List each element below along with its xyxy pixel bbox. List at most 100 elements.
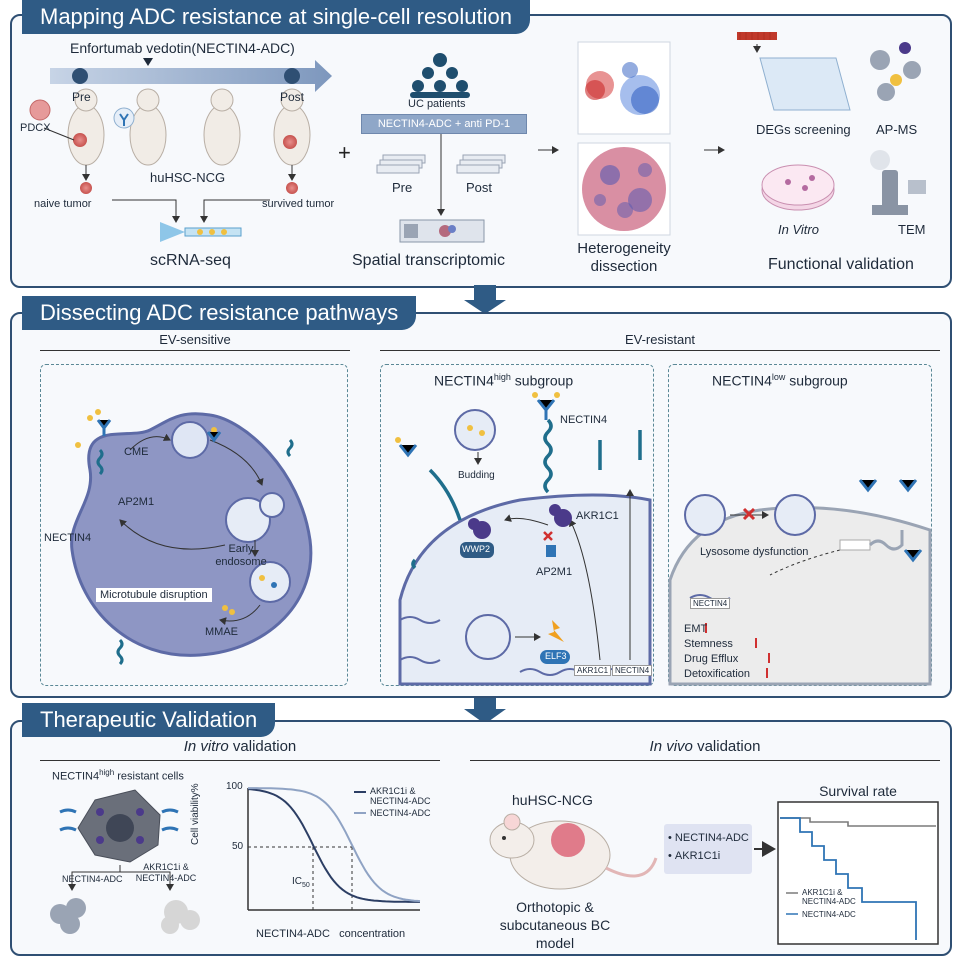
invitro-heading: In vitro validation (183, 738, 297, 755)
scrna-device (160, 222, 242, 242)
early-endosome-label: Early endosome (215, 543, 267, 568)
survival-chart (777, 801, 939, 945)
viability-chart (247, 787, 421, 911)
tem-microscope (872, 170, 926, 215)
series-line-adc (248, 787, 421, 903)
pdcx-cells (29, 99, 51, 121)
drug-marker (143, 58, 153, 66)
microtubule-label: Microtubule disruption (96, 588, 212, 602)
slide-pre-label: Pre (392, 180, 413, 195)
svg-text:+: + (338, 140, 351, 165)
gene-akr1c1-label: AKR1C1 (574, 665, 612, 676)
spatial-label: Spatial transcriptomic (352, 252, 505, 269)
ap2m1-high-label: AP2M1 (536, 566, 573, 578)
high-cell (398, 493, 652, 686)
high-subgroup-title: NECTIN4high subgroup (434, 372, 574, 389)
akr1c1-label: AKR1C1 (576, 510, 619, 522)
naive-tumor-label: naive tumor (34, 198, 92, 210)
nectin4-sensitive-label: NECTIN4 (44, 532, 92, 544)
ev-sensitive-box (40, 364, 348, 686)
post-label: Post (280, 90, 305, 104)
left-treatment-label: NECTIN4-ADC (62, 874, 123, 884)
heterogeneity-label: Heterogeneity dissection (577, 240, 671, 275)
degs-label: DEGs screening (756, 122, 851, 137)
apms-icon (870, 42, 921, 101)
ic50-label: IC50 (292, 876, 310, 889)
survived-tumor (286, 182, 298, 194)
budding-label: Budding (458, 470, 495, 481)
slide-stack-post (456, 154, 506, 174)
treatment-label: NECTIN4-ADC + anti PD-1 (361, 114, 527, 134)
ev-resistant-label: EV-resistant (624, 332, 696, 347)
drug-label: Enfortumab vedotin(NECTIN4-ADC) (70, 40, 295, 56)
ev-sensitive-rule (40, 350, 350, 351)
timeline-pre-dot (72, 68, 88, 84)
validation-title: Therapeutic Validation (22, 703, 276, 737)
drug2-label: • AKR1C1i (668, 850, 721, 862)
dead-cells-right (161, 900, 200, 934)
invivo-rule (470, 760, 940, 761)
mapping-title: Mapping ADC resistance at single-cell re… (22, 0, 531, 34)
series-line-combo (247, 788, 420, 903)
invivo-mouse (489, 813, 658, 890)
ev-sensitive-label: EV-sensitive (159, 332, 231, 347)
flow-arrow-2 (464, 695, 506, 724)
pdcx-label: PDCX (20, 122, 51, 134)
surv-legend-2: NECTIN4-ADC (802, 910, 856, 919)
right-treatment-label: AKR1C1i & NECTIN4-ADC (135, 862, 197, 883)
mmae-label: MMAE (205, 626, 238, 638)
emt-label: EMT (684, 623, 708, 635)
flow-arrow-1 (464, 285, 506, 314)
survival-title: Survival rate (819, 783, 897, 799)
umap-points (585, 62, 660, 115)
low-subgroup-title: NECTIN4low subgroup (712, 372, 848, 389)
detox-label: Detoxification (684, 668, 751, 680)
ytick-100: 100 (226, 781, 243, 792)
invivo-heading: In vivo validation (649, 738, 761, 755)
survived-tumor-label: survived tumor (262, 198, 335, 210)
timeline-post-dot (284, 68, 300, 84)
legend-series-2: NECTIN4-ADC (370, 808, 431, 818)
timeline-arrow (50, 60, 332, 92)
slide-post-label: Post (466, 180, 493, 195)
gene-nectin4-label: NECTIN4 (612, 665, 653, 676)
mouse-4 (273, 88, 311, 166)
survival-line-adc (780, 817, 917, 940)
drug-box (664, 824, 752, 874)
ap2m1-label: AP2M1 (118, 496, 155, 508)
stemness-label: Stemness (684, 638, 733, 650)
mouse-3 (203, 88, 241, 166)
mouse-1 (67, 88, 105, 166)
pre-label: Pre (72, 90, 91, 104)
functional-label: Functional validation (768, 256, 914, 273)
legend-series-1: AKR1C1i & NECTIN4-ADC (370, 786, 431, 806)
survival-frame (777, 801, 939, 945)
nectin4-high-label: NECTIN4 (560, 414, 608, 426)
drug1-label: • NECTIN4-ADC (668, 832, 749, 844)
bc-model-label: Orthotopic & subcutaneous BC model (499, 899, 611, 951)
ytick-50: 50 (232, 841, 244, 852)
wwp2-label: WWP2 (462, 544, 490, 554)
invivo-model-label: huHSC-NCG (512, 792, 593, 808)
viability-ylabel: Cell viability% (190, 783, 201, 845)
scrna-label: scRNA-seq (150, 252, 231, 269)
elf3-box (540, 650, 570, 664)
cme-label: CME (124, 446, 149, 458)
mouse-model-label: huHSC-NCG (150, 170, 226, 185)
naive-tumor (80, 182, 92, 194)
pathways-title: Dissecting ADC resistance pathways (22, 296, 417, 330)
apms-label: AP-MS (876, 122, 918, 137)
tem-label: TEM (898, 222, 926, 237)
survival-line-combo (780, 817, 936, 827)
invitro-rule (40, 760, 440, 761)
efflux-label: Drug Efflux (684, 653, 739, 665)
ev-resistant-rule (380, 350, 940, 351)
dead-cells-left (50, 898, 86, 934)
wwp2-box (460, 542, 494, 558)
nectin4-low-gene: NECTIN4 (690, 598, 731, 609)
patients-icon (410, 53, 470, 98)
mouse-2 (129, 88, 167, 166)
viability-xlabel: NECTIN4-ADC concentration (256, 928, 406, 940)
